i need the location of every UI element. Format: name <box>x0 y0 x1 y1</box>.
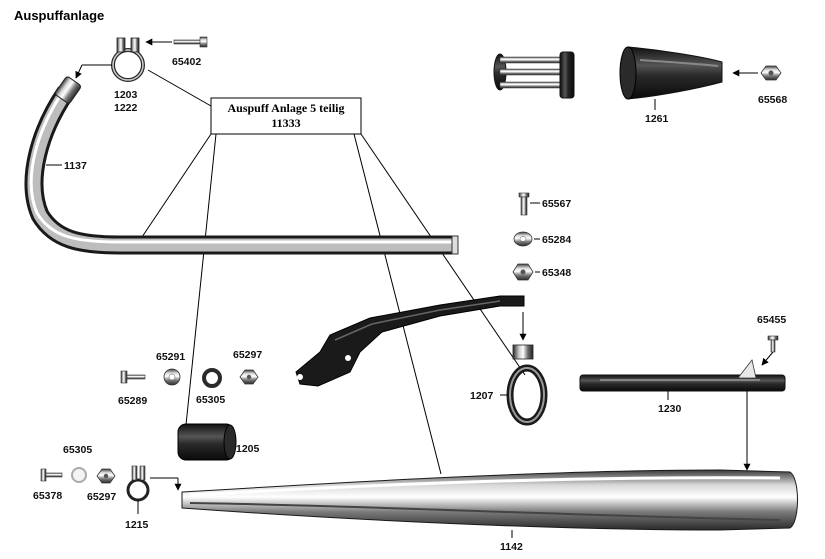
label-1261: 1261 <box>645 113 669 125</box>
label-65284: 65284 <box>542 234 571 246</box>
label-65305-lower: 65305 <box>63 444 92 456</box>
label-65348: 65348 <box>542 267 571 279</box>
nut-65348 <box>512 263 534 281</box>
muffler-clamp-1215 <box>126 465 150 502</box>
label-65291: 65291 <box>156 351 185 363</box>
end-cone-1261 <box>619 46 723 100</box>
bolt-65402 <box>173 36 208 48</box>
exhaust-clamp-1203 <box>111 37 145 82</box>
label-65305-upper: 65305 <box>196 394 225 406</box>
label-65297-upper: 65297 <box>233 349 262 361</box>
tail-pipe-1230 <box>579 359 786 392</box>
label-1230: 1230 <box>658 403 682 415</box>
label-65402: 65402 <box>172 56 201 68</box>
label-1137: 1137 <box>64 160 87 172</box>
label-1205: 1205 <box>236 443 260 455</box>
rubber-ring-65305 <box>202 368 222 388</box>
rubber-ring-65305-lower <box>71 467 87 483</box>
label-65297-lower: 65297 <box>87 491 116 503</box>
label-65289: 65289 <box>118 395 147 407</box>
nut-65297-lower <box>96 468 116 484</box>
label-1207: 1207 <box>470 390 494 402</box>
assembly-label-box: Auspuff Anlage 5 teilig 11333 <box>210 97 362 135</box>
nut-65297 <box>239 369 259 385</box>
assembly-number: 11333 <box>271 116 300 130</box>
label-1203: 1203 <box>114 89 138 101</box>
muffler-1142 <box>181 469 798 531</box>
bolt-65567 <box>518 192 530 216</box>
baffle-insert <box>493 51 575 99</box>
muffler-bracket <box>295 295 525 387</box>
header-pipe-1137 <box>24 76 459 255</box>
bolt-65289 <box>120 370 146 384</box>
label-1222: 1222 <box>114 102 138 114</box>
screw-65455 <box>767 335 779 353</box>
rubber-sleeve-1205 <box>177 423 237 461</box>
diagram-title: Auspuffanlage <box>14 8 104 23</box>
label-1142: 1142 <box>500 541 523 553</box>
label-65568: 65568 <box>758 94 787 106</box>
label-65455: 65455 <box>757 314 786 326</box>
label-1215: 1215 <box>125 519 149 531</box>
label-65378: 65378 <box>33 490 62 502</box>
assembly-name: Auspuff Anlage 5 teilig <box>227 101 344 115</box>
washer-65284 <box>513 231 533 247</box>
muffler-clamp-1207 <box>506 344 548 426</box>
washer-65291 <box>163 368 181 386</box>
bolt-65378 <box>40 468 63 482</box>
nut-65568 <box>760 65 782 81</box>
label-65567: 65567 <box>542 198 571 210</box>
